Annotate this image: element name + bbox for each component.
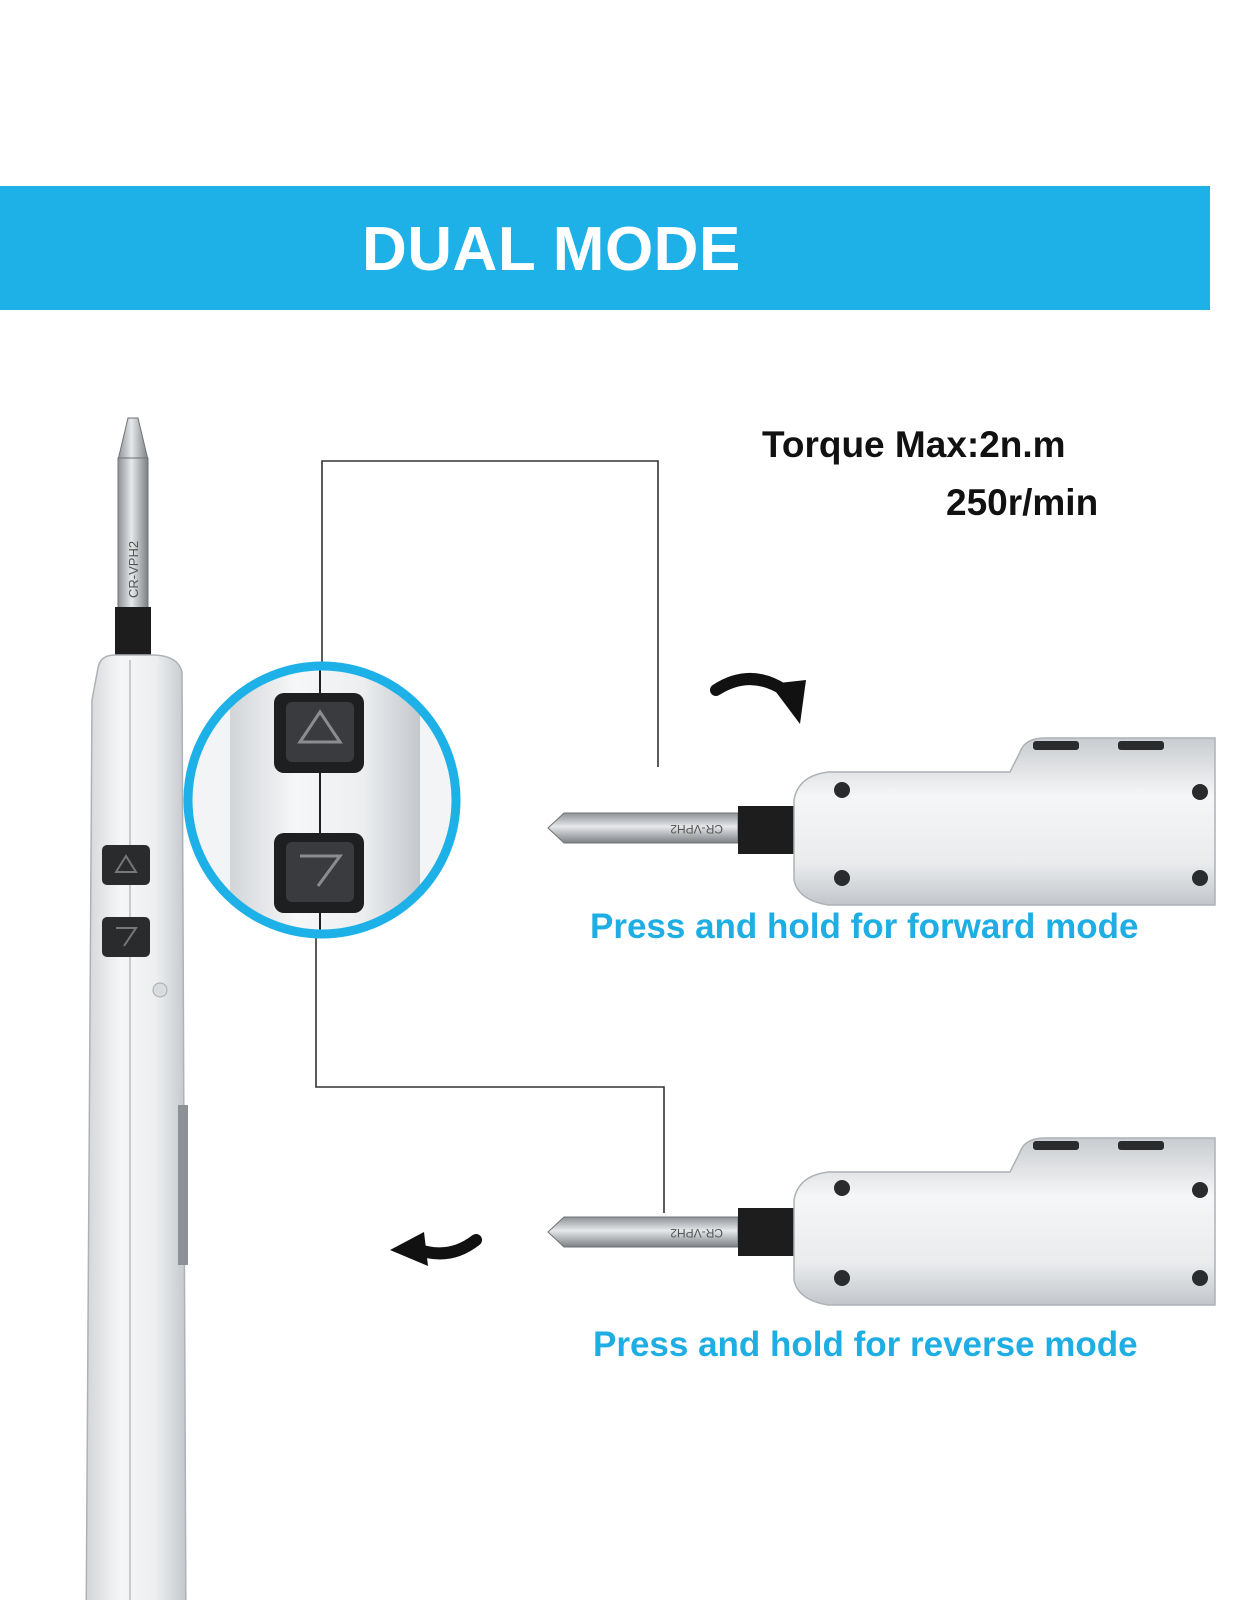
forward-arrow-icon [710, 673, 806, 724]
forward-mode-caption: Press and hold for forward mode [590, 907, 1139, 946]
horizontal-screwdriver-forward: CR-VPH2 [547, 737, 1216, 906]
down-tick-icon [300, 854, 343, 887]
horizontal-screwdriver-reverse: CR-VPH2 [547, 1137, 1216, 1306]
bit-marking: CR-VPH2 [126, 541, 141, 598]
banner-title: DUAL MODE [362, 215, 741, 284]
zoom-detail [183, 661, 461, 939]
reverse-arrow-icon [390, 1232, 482, 1266]
connector-lines [315, 460, 665, 1213]
reverse-mode-caption: Press and hold for reverse mode [593, 1325, 1138, 1364]
up-triangle-icon [297, 709, 343, 744]
svg-text:CR-VPH2: CR-VPH2 [670, 822, 723, 836]
svg-text:CR-VPH2: CR-VPH2 [670, 1226, 723, 1240]
speed-spec: 250r/min [946, 482, 1099, 523]
torque-spec: Torque Max:2n.m [762, 424, 1066, 465]
title-banner [0, 186, 1210, 310]
vertical-screwdriver: CR-VPH2 [85, 417, 188, 1600]
